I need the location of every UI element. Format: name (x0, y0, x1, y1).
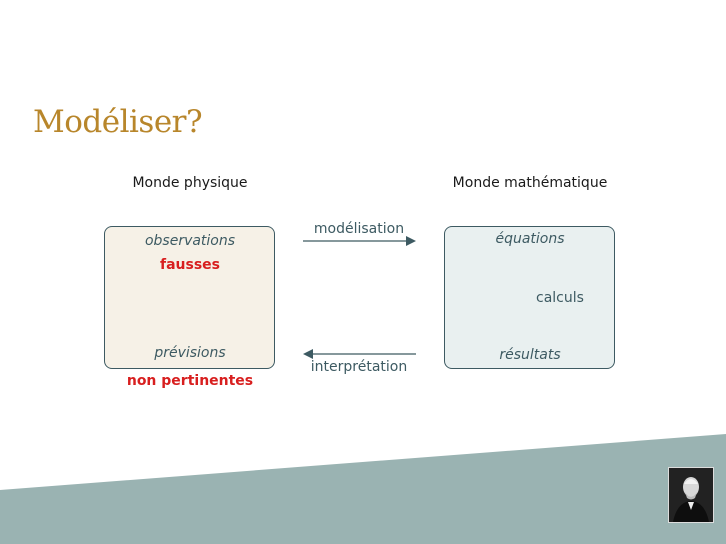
calculs-label: calculs (536, 290, 584, 306)
fausses-note: fausses (160, 257, 220, 273)
bottom-band (0, 434, 726, 544)
equations-label: équations (495, 231, 564, 247)
modelisation-label: modélisation (314, 221, 404, 237)
resultats-label: résultats (499, 347, 560, 363)
portrait-photo (668, 467, 714, 523)
physical-world-label: Monde physique (132, 175, 247, 191)
math-world-label: Monde mathématique (453, 175, 608, 191)
slide-title: Modéliser? (33, 104, 202, 140)
previsions-label: prévisions (154, 345, 225, 361)
non-pertinentes-note: non pertinentes (127, 373, 253, 389)
observations-label: observations (145, 233, 235, 249)
interpretation-label: interprétation (311, 359, 407, 375)
